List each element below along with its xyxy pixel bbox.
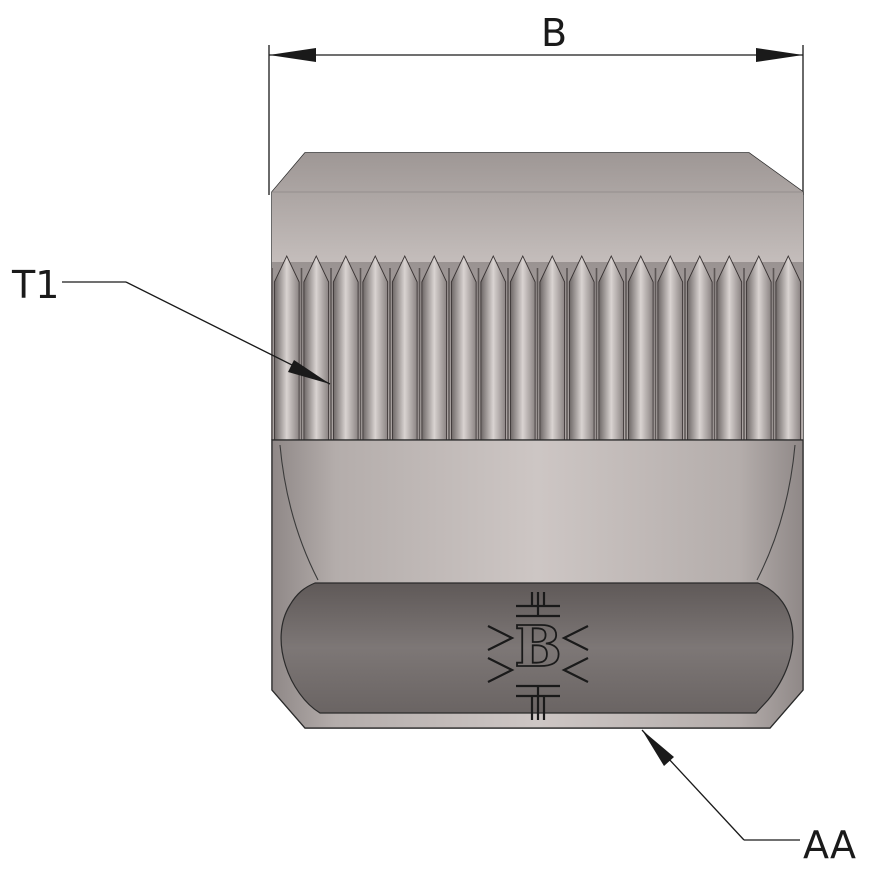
hex-side-curve-right	[756, 444, 796, 581]
thread-tooth	[716, 254, 743, 441]
thread-tooth	[421, 254, 448, 441]
dimension-b: B	[268, 11, 804, 195]
thread-tooth	[657, 254, 684, 441]
thread-tooth	[686, 254, 713, 441]
thread-tooth	[539, 254, 566, 441]
arrowhead-left	[269, 48, 316, 62]
t1-arrowhead	[288, 360, 330, 384]
wrench-flat	[280, 582, 794, 714]
thread-tooth	[391, 254, 418, 441]
thread-tooth	[332, 254, 359, 441]
aa-arrowhead	[642, 730, 674, 766]
dimension-b-label: B	[541, 11, 567, 55]
thread-tooth	[598, 254, 625, 441]
brennan-logo: B	[487, 592, 589, 720]
callout-t1: T1	[11, 263, 331, 385]
top-chamfer	[272, 153, 803, 262]
thread-band	[271, 254, 803, 441]
aa-label: AA	[803, 823, 856, 867]
callout-aa: AA	[641, 729, 856, 867]
thread-tooth	[509, 254, 536, 441]
t1-label: T1	[11, 263, 59, 307]
thread-tooth	[480, 254, 507, 441]
hex-side-curve-left	[279, 444, 319, 581]
thread-tooth	[568, 254, 595, 441]
thread-tooth	[273, 254, 300, 441]
thread-tooth	[362, 254, 389, 441]
logo-letter: B	[514, 614, 561, 680]
arrowhead-right	[756, 48, 803, 62]
thread-tooth	[303, 254, 330, 441]
thread-tooth	[627, 254, 654, 441]
fitting-body: B	[271, 152, 804, 729]
thread-tooth	[775, 254, 802, 441]
thread-teeth	[271, 254, 802, 441]
thread-tooth	[450, 254, 477, 441]
thread-tooth	[745, 254, 772, 441]
